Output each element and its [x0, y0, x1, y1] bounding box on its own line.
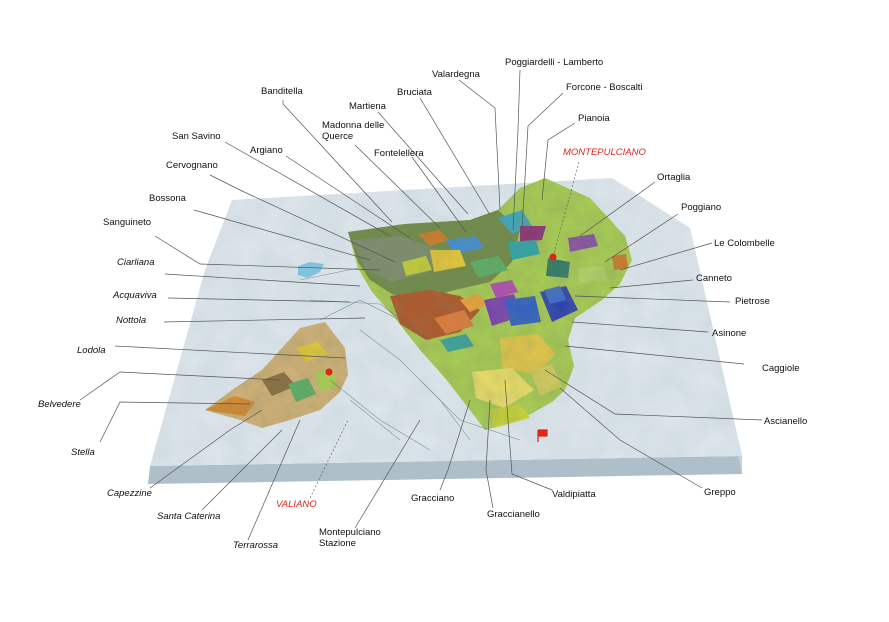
- label-poggiardelli-lamberto: Poggiardelli - Lamberto: [505, 57, 604, 68]
- lake: [298, 262, 324, 278]
- label-poggiano: Poggiano: [681, 202, 722, 213]
- label-santa-caterina: Santa Caterina: [157, 511, 221, 522]
- montepulciano-dashed-line: [552, 161, 580, 258]
- label-ortaglia: Ortaglia: [657, 172, 691, 183]
- label-pietrose: Pietrose: [735, 296, 770, 307]
- label-le-colombelle: Le Colombelle: [714, 238, 775, 249]
- label-san-savino: San Savino: [172, 131, 221, 142]
- label-gracciano: Gracciano: [411, 493, 455, 504]
- label-ascianello: Ascianello: [764, 416, 808, 427]
- label-bruciata: Bruciata: [397, 87, 432, 98]
- label-caggiole: Caggiole: [762, 363, 800, 374]
- base-front-side: [148, 456, 742, 484]
- label-valdipiatta: Valdipiatta: [552, 489, 596, 500]
- label-forcone-boscalti: Forcone - Boscalti: [566, 82, 643, 93]
- label-sanguineto: Sanguineto: [103, 217, 152, 228]
- flag-icon: [537, 429, 548, 442]
- label-martiena: Martiena: [349, 101, 386, 112]
- territory-lines: [299, 267, 521, 451]
- label-acquaviva: Acquaviva: [113, 290, 157, 301]
- valiano-area: [205, 322, 348, 428]
- label-lodola: Lodola: [77, 345, 106, 356]
- label-ciarliana: Ciarliana: [117, 257, 155, 268]
- label-madonna-delle-querce: Madonna delle Querce: [322, 120, 385, 142]
- valiano-marker: [325, 368, 333, 376]
- label-cervognano: Cervognano: [166, 160, 218, 171]
- label-valardegna: Valardegna: [432, 69, 480, 80]
- montepulciano-area: [348, 178, 632, 430]
- label-banditella: Banditella: [261, 86, 303, 97]
- label-stella: Stella: [71, 447, 95, 458]
- label-argiano: Argiano: [250, 145, 283, 156]
- label-graccianello: Graccianello: [487, 509, 540, 520]
- label-montepulciano: MONTEPULCIANO: [563, 147, 646, 158]
- label-bossona: Bossona: [149, 193, 186, 204]
- label-nottola: Nottola: [116, 315, 147, 326]
- valiano-dashed-line: [309, 419, 349, 499]
- label-capezzine: Capezzine: [107, 488, 152, 499]
- label-pianoia: Pianoia: [578, 113, 610, 124]
- label-belvedere: Belvedere: [38, 399, 81, 410]
- label-canneto: Canneto: [696, 273, 732, 284]
- label-terrarossa: Terrarossa: [233, 540, 279, 551]
- label-montepulciano-stazione: Montepulciano Stazione: [319, 527, 381, 549]
- montepulciano-marker: [549, 253, 557, 261]
- label-fontelellera: Fontelellera: [374, 148, 424, 159]
- label-valiano: VALIANO: [276, 499, 317, 510]
- leader-lines: [79, 69, 763, 541]
- label-asinone: Asinone: [712, 328, 747, 339]
- label-greppo: Greppo: [704, 487, 736, 498]
